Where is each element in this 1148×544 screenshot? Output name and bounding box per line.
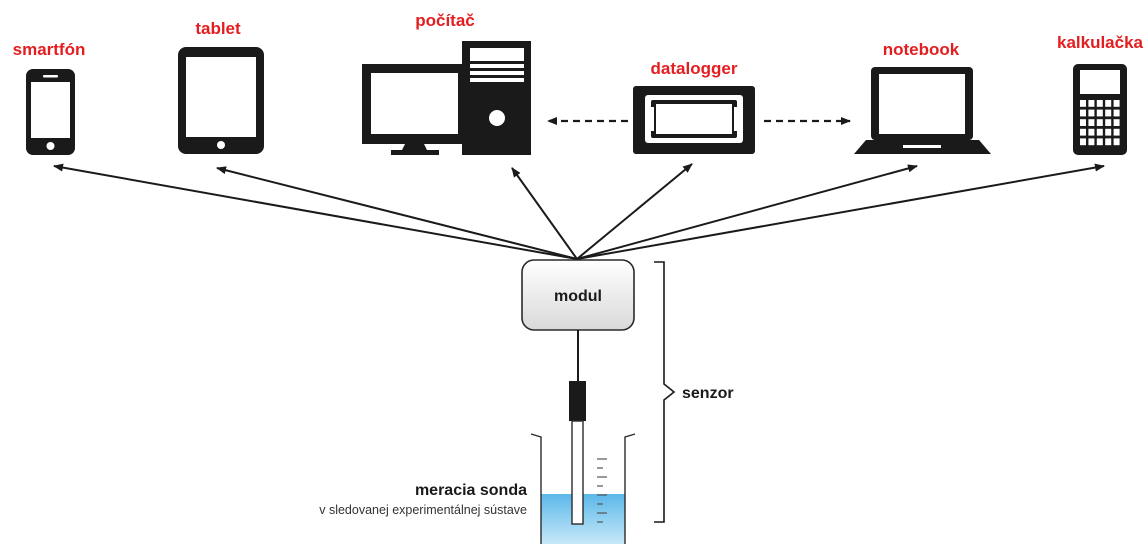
calculator-key bbox=[1113, 109, 1120, 117]
arrow-to-calculator bbox=[576, 163, 1105, 260]
calculator-key bbox=[1088, 128, 1095, 136]
calculator-key bbox=[1113, 138, 1120, 146]
calculator-key bbox=[1105, 138, 1112, 146]
sensor-brace bbox=[654, 261, 676, 523]
smartphone-label: smartfón bbox=[13, 40, 86, 59]
calculator-key bbox=[1088, 138, 1095, 146]
calculator-key bbox=[1105, 128, 1112, 136]
tablet-icon bbox=[178, 47, 264, 154]
arrow-to-smartphone bbox=[53, 163, 578, 260]
calculator-label: kalkulačka bbox=[1057, 33, 1144, 52]
sensor-label: senzor bbox=[682, 385, 734, 402]
arrow-to-computer bbox=[511, 167, 578, 260]
calculator-key bbox=[1096, 109, 1103, 117]
calculator-key bbox=[1096, 128, 1103, 136]
calculator-key bbox=[1113, 100, 1120, 107]
probe-subtitle: v sledovanej experimentálnej sústave bbox=[319, 503, 527, 517]
arrow-to-tablet bbox=[216, 166, 578, 260]
calculator-key bbox=[1113, 119, 1120, 126]
probe-title: meracia sonda bbox=[415, 482, 527, 499]
computer-label: počítač bbox=[415, 11, 475, 30]
notebook-label: notebook bbox=[883, 40, 960, 59]
calculator-key bbox=[1080, 128, 1086, 136]
module-box: modul bbox=[521, 259, 635, 331]
datalogger-label: datalogger bbox=[651, 59, 738, 78]
calculator-icon bbox=[1073, 64, 1127, 155]
arrow-to-notebook bbox=[576, 164, 918, 260]
calculator-key bbox=[1096, 100, 1103, 107]
calculator-key bbox=[1096, 119, 1103, 126]
calculator-key bbox=[1113, 128, 1120, 136]
module-label: modul bbox=[554, 288, 602, 305]
calculator-key bbox=[1105, 119, 1112, 126]
calculator-key bbox=[1105, 100, 1112, 107]
notebook-icon bbox=[854, 67, 991, 154]
calculator-key bbox=[1088, 119, 1095, 126]
arrow-to-datalogger bbox=[576, 163, 693, 260]
calculator-key bbox=[1080, 119, 1086, 126]
calculator-key bbox=[1105, 109, 1112, 117]
calculator-key bbox=[1088, 100, 1095, 107]
computer-icon bbox=[362, 41, 531, 155]
calculator-key bbox=[1080, 138, 1086, 146]
calculator-key bbox=[1088, 109, 1095, 117]
calculator-key bbox=[1096, 138, 1103, 146]
calculator-key bbox=[1080, 100, 1086, 107]
probe bbox=[569, 381, 586, 525]
smartphone-icon bbox=[26, 69, 75, 155]
tablet-label: tablet bbox=[195, 19, 241, 38]
datalogger-icon bbox=[633, 86, 755, 154]
calculator-key bbox=[1080, 109, 1086, 117]
